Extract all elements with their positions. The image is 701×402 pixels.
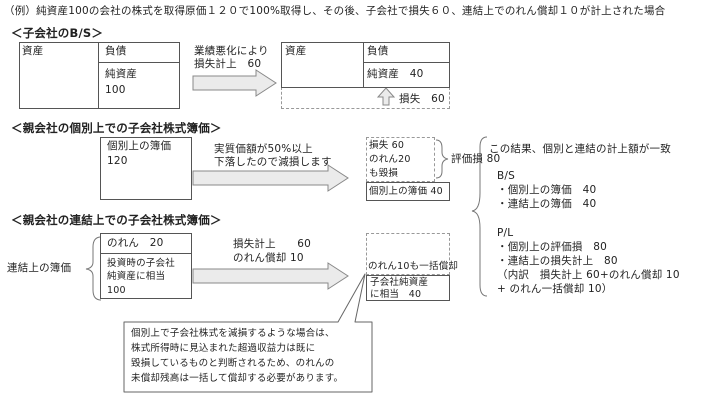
bs-after-divider (363, 42, 364, 88)
bs-after-net-assets: 純資産 40 (367, 68, 424, 80)
arrow-impairment-text-1: 実質価額が50%以上 (214, 143, 313, 155)
arrow-consolidated-text-1: 損失計上 60 (233, 238, 311, 250)
impairment-area (366, 137, 435, 182)
consolidated-equity-3: 100 (107, 285, 126, 296)
callout-bubble (123, 273, 373, 393)
result-bs-line-1: ・個別上の簿価 40 (497, 184, 597, 196)
diagram-title: （例）純資産100の会社の株式を取得原価１２０で100%取得し、その後、子会社で… (4, 5, 666, 17)
callout-line-4: 未償却残高は一括して償却する必要があります。 (131, 373, 344, 384)
impairment-item-3: も毀損 (369, 168, 399, 179)
callout-line-2: 株式所得時に見込まれた超過収益力は既に (131, 343, 316, 354)
bs-before-liab-line (98, 62, 180, 63)
bs-before-net-assets-value: 100 (105, 84, 126, 96)
bs-before-liabilities: 負債 (105, 45, 127, 57)
result-pl-line-4: + のれん一括償却 10） (497, 283, 613, 295)
bs-after-liabilities: 負債 (367, 45, 389, 57)
consolidated-equity-2: 純資産に相当 (107, 271, 166, 282)
arrow-impairment (192, 164, 349, 192)
individual-book-value: 120 (107, 155, 128, 167)
consolidated-equity-after-2: に相当 40 (370, 289, 422, 300)
result-intro: この結果、個別と連結の計上額が一致 (489, 143, 671, 155)
bs-before-divider (98, 42, 99, 109)
result-pl-line-1: ・個別上の評価損 80 (497, 241, 608, 253)
arrow-loss-text-1: 業績悪化により (194, 45, 269, 57)
individual-book-after: 個別上の簿価 40 (369, 186, 443, 197)
result-bs-line-2: ・連結上の簿価 40 (497, 198, 597, 210)
callout-line-1: 個別上で子会社株式を減損するような場合は、 (131, 328, 335, 339)
individual-book-label: 個別上の簿価 (107, 140, 172, 152)
consolidated-goodwill: のれん 20 (107, 237, 164, 249)
consolidated-side-label: 連結上の簿価 (7, 262, 72, 274)
result-pl-heading: P/L (497, 227, 514, 239)
heading-parent-consolidated: ＜親会社の連結上での子会社株式簿価＞ (11, 213, 222, 227)
writeoff-area (366, 233, 450, 275)
arrow-consolidated (192, 262, 349, 290)
bs-after-box (281, 42, 450, 88)
arrow-up-loss (376, 87, 396, 106)
bs-before-assets: 資産 (22, 45, 44, 57)
heading-subsidiary-bs: ＜子会社のB/S＞ (11, 26, 104, 40)
bs-before-net-assets-label: 純資産 (105, 68, 138, 80)
individual-book-box (100, 137, 192, 200)
consolidated-equity-after-box (366, 275, 450, 301)
callout-line-3: 毀損しているものと判断されるため、のれんの (131, 358, 335, 369)
bs-before-box (19, 42, 180, 109)
brace-result (471, 136, 488, 297)
arrow-impairment-text-2: 下落したので減損します (214, 156, 332, 168)
bs-after-assets: 資産 (285, 45, 307, 57)
writeoff-label: のれん10も一括償却 (368, 261, 459, 272)
result-pl-line-3: （内訳 損失計上 60+のれん償却 10 (497, 269, 680, 281)
arrow-consolidated-text-2: のれん償却 10 (233, 252, 304, 264)
consolidated-book-box (100, 233, 192, 299)
consolidated-equity-after-1: 子会社純資産 (370, 277, 429, 288)
bs-after-liab-line (363, 62, 450, 63)
result-pl-line-2: ・連結上の損失計上 80 (497, 255, 618, 267)
bs-loss-label: 損失 60 (399, 93, 445, 105)
individual-book-after-box (366, 182, 450, 201)
arrow-loss-text-2: 損失計上 60 (194, 58, 262, 70)
result-bs-heading: B/S (497, 170, 516, 182)
brace-impairment (435, 139, 449, 179)
consolidated-equity-1: 投資時の子会社 (107, 258, 175, 269)
brace-consolidated (85, 236, 102, 301)
consolidated-goodwill-line (100, 253, 192, 254)
arrow-loss-recognition (192, 69, 277, 97)
impairment-item-1: 損失 60 (369, 140, 405, 151)
impairment-item-2: のれん20 (369, 154, 411, 165)
heading-parent-individual: ＜親会社の個別上での子会社株式簿価＞ (11, 121, 222, 135)
impairment-total: 評価損 80 (451, 153, 501, 165)
